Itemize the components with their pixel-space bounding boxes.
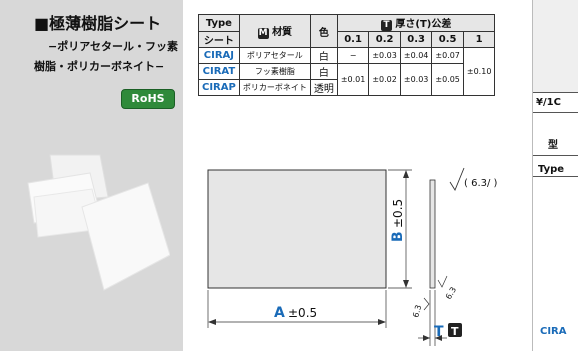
sheet-side-view bbox=[429, 179, 436, 289]
roughness-symbol bbox=[449, 167, 465, 191]
header-type: Type bbox=[198, 14, 240, 32]
right-strip-gray bbox=[533, 0, 578, 92]
sheet-drawing: A ±0.5 B ±0.5 T T 6.3 6.3 ( 6.3/ ) bbox=[207, 167, 498, 346]
type-label-jp: 型 bbox=[548, 140, 558, 151]
material-cell: ポリカーボネイト bbox=[238, 79, 311, 96]
tolerance-cell: ±0.03 bbox=[368, 47, 401, 64]
type-code: CIRAT bbox=[198, 63, 240, 80]
tolerance-cell: ±0.05 bbox=[431, 63, 464, 96]
dim-b-letter: B bbox=[390, 231, 406, 242]
sheet-front-view bbox=[207, 169, 387, 289]
tolerance-cell: ±0.02 bbox=[368, 63, 401, 96]
roughness-value-left: 6.3 bbox=[411, 304, 423, 319]
tolerance-cell: − bbox=[336, 47, 370, 64]
product-panel: ■極薄樹脂シート −ポリアセタール・フッ素 樹脂・ポリカーボネイト− RoHS bbox=[0, 0, 183, 351]
type-label: Type bbox=[538, 164, 565, 175]
product-subtitle-line-1: −ポリアセタール・フッ素 bbox=[48, 40, 178, 53]
thickness-icon-box bbox=[448, 323, 462, 337]
color-cell: 白 bbox=[309, 63, 338, 80]
price-label: ¥/1C bbox=[536, 97, 561, 108]
product-subtitle-line-2: 樹脂・ポリカーボネイト− bbox=[34, 60, 165, 73]
thickness-letter: T bbox=[434, 324, 444, 340]
tolerance-cell: ±0.10 bbox=[462, 47, 496, 96]
rohs-badge: RoHS bbox=[121, 89, 175, 109]
bottom-type-code: CIRA bbox=[540, 326, 567, 337]
roughness-mark-side bbox=[437, 275, 448, 288]
header-type-sub: シート bbox=[198, 31, 240, 48]
type-code: CIRAP bbox=[198, 79, 240, 96]
product-sheets-image bbox=[27, 154, 170, 291]
right-strip-rule bbox=[533, 176, 578, 177]
color-cell: 白 bbox=[309, 47, 338, 64]
material-cell: フッ素樹脂 bbox=[238, 63, 311, 80]
thickness-badge-icon: T bbox=[451, 325, 459, 338]
header-thickness: T 厚さ(T)公差 bbox=[336, 14, 496, 32]
header-material-label: 材質 bbox=[272, 27, 293, 38]
tolerance-cell: ±0.04 bbox=[399, 47, 433, 64]
thickness-col: 0.5 bbox=[431, 31, 464, 48]
thickness-icon: T bbox=[380, 20, 392, 31]
material-icon: M bbox=[257, 28, 269, 39]
type-code: CIRAJ bbox=[198, 47, 240, 64]
tolerance-cell: ±0.07 bbox=[431, 47, 464, 64]
product-title: ■極薄樹脂シート bbox=[34, 14, 162, 33]
roughness-value-side: 6.3 bbox=[444, 285, 458, 301]
tolerance-cell: ±0.03 bbox=[399, 63, 433, 96]
right-strip-rule bbox=[533, 92, 578, 93]
right-divider bbox=[532, 0, 533, 351]
roughness-note: ( 6.3/ ) bbox=[464, 178, 498, 189]
dim-a-tolerance: ±0.5 bbox=[288, 306, 317, 320]
header-thickness-label: 厚さ(T)公差 bbox=[395, 19, 452, 30]
thickness-col: 0.2 bbox=[368, 31, 401, 48]
roughness-mark-left bbox=[423, 297, 430, 311]
spec-table: Type M 材質 色 T 厚さ(T)公差 シート 0.1 0.2 0.3 0.… bbox=[198, 14, 496, 96]
material-cell: ポリアセタール bbox=[238, 47, 311, 64]
dim-a-letter: A bbox=[274, 305, 285, 321]
right-strip-rule bbox=[533, 155, 578, 156]
thickness-col: 1 bbox=[462, 31, 496, 48]
tolerance-cell: ±0.01 bbox=[336, 63, 370, 96]
dim-b-tolerance: ±0.5 bbox=[391, 199, 405, 228]
right-strip-rule bbox=[533, 112, 578, 113]
thickness-col: 0.3 bbox=[399, 31, 433, 48]
thickness-col: 0.1 bbox=[336, 31, 370, 48]
header-material: M 材質 bbox=[238, 14, 311, 48]
header-color: 色 bbox=[309, 14, 338, 48]
color-cell: 透明 bbox=[309, 79, 338, 96]
